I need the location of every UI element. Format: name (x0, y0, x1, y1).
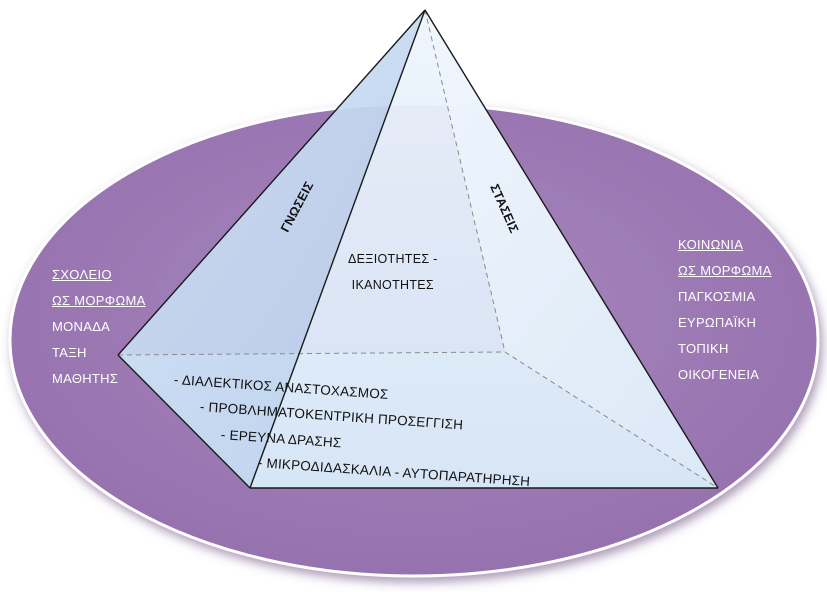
right-list-item: ΚΟΙΝΩΝΙΑ (678, 237, 744, 252)
left-list-item: ΩΣ ΜΟΡΦΩΜΑ (52, 293, 146, 308)
left-list: ΣΧΟΛΕΙΟ ΩΣ ΜΟΡΦΩΜΑ ΜΟΝΑΔΑ ΤΑΞΗ ΜΑΘΗΤΗΣ (52, 262, 146, 392)
left-list-item: ΜΑΘΗΤΗΣ (52, 371, 119, 386)
front-face-label-line1: ΔΕΞΙΟΤΗΤΕΣ - (348, 252, 438, 266)
right-list-item: ΩΣ ΜΟΡΦΩΜΑ (678, 263, 772, 278)
right-list-item: ΟΙΚΟΓΕΝΕΙΑ (678, 367, 760, 382)
edge-apex-front-left (249, 9, 426, 489)
pyramid-left-face (118, 10, 425, 488)
right-list-item: ΤΟΠΙΚΗ (678, 341, 729, 356)
pyramid (117, 9, 719, 489)
hidden-edge-apex (424, 9, 506, 353)
edge-apex-left (117, 9, 426, 356)
front-face-label-line2: ΙΚΑΝΟΤΗΤΕΣ (351, 278, 434, 292)
right-list-item: ΠΑΓΚΟΣΜΙΑ (678, 289, 756, 304)
edge-base-left (117, 354, 251, 489)
left-list-item: ΣΧΟΛΕΙΟ (52, 267, 112, 282)
left-list-item: ΜΟΝΑΔΑ (52, 319, 111, 334)
edge-apex-right (424, 9, 719, 489)
hidden-edge-back-right (504, 351, 719, 489)
left-list-item: ΤΑΞΗ (52, 345, 87, 360)
hidden-edge-back-left (117, 351, 506, 356)
front-face-label: ΔΕΞΙΟΤΗΤΕΣ - ΙΚΑΝΟΤΗΤΕΣ (348, 246, 438, 298)
right-list: ΚΟΙΝΩΝΙΑ ΩΣ ΜΟΡΦΩΜΑ ΠΑΓΚΟΣΜΙΑ ΕΥΡΩΠΑΪΚΗ … (678, 232, 772, 388)
right-list-item: ΕΥΡΩΠΑΪΚΗ (678, 315, 757, 330)
